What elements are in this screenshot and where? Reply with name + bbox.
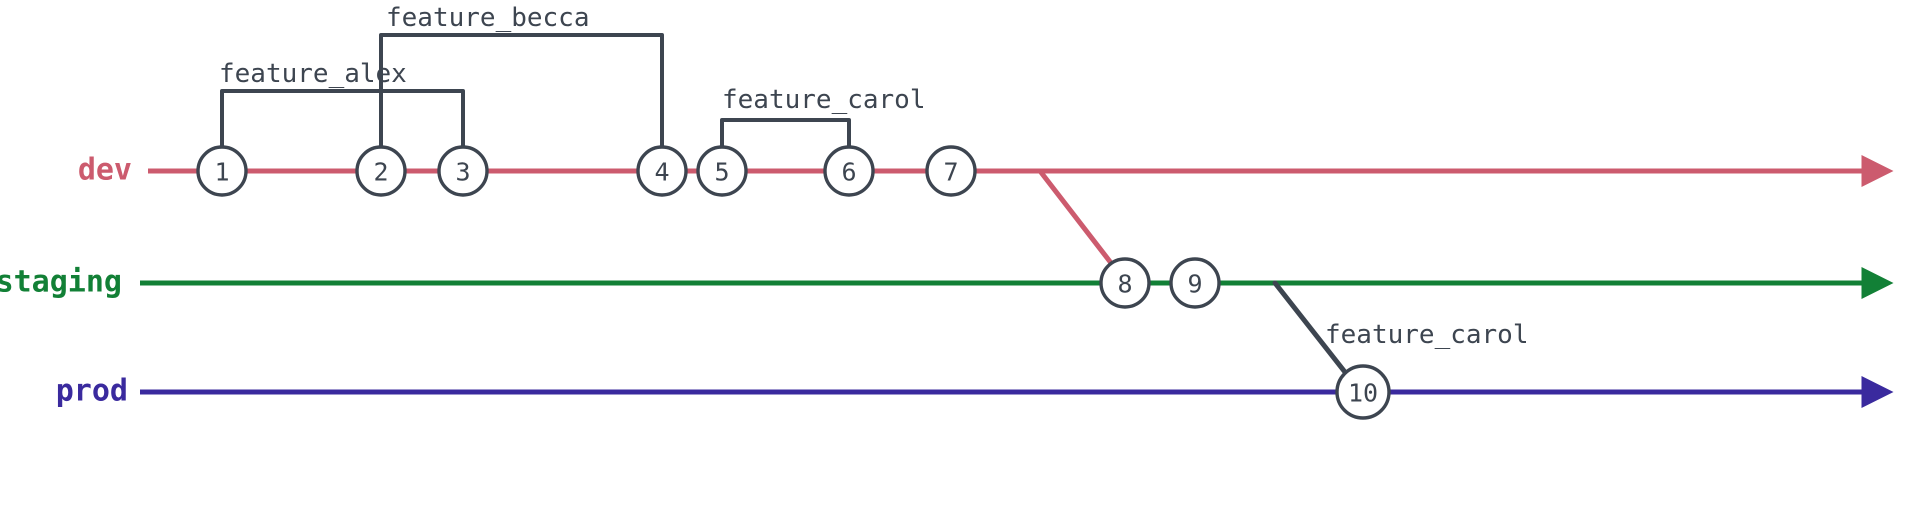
commit-number-8: 8 [1117,270,1132,299]
commit-node-9[interactable]: 9 [1169,257,1221,309]
commit-node-6[interactable]: 6 [823,145,875,197]
branch-label-dev: dev [78,153,132,188]
commit-number-6: 6 [841,158,856,187]
bracket-path-feature-alex [220,89,465,173]
branch-staging: staging [0,265,1894,300]
bracket-label-feature-becca: feature_becca [386,3,590,33]
commit-circle-10[interactable] [1335,364,1391,420]
commit-node-8[interactable]: 8 [1099,257,1151,309]
bracket-label-feature-alex: feature_alex [219,59,407,89]
commit-number-10: 10 [1348,379,1378,408]
commit-number-7: 7 [943,158,958,187]
commit-circle-4[interactable] [636,145,688,197]
commit-circle-1[interactable] [196,145,248,197]
merge-line-dev-to-staging [1037,168,1121,275]
commit-node-5[interactable]: 5 [696,145,748,197]
branch-prod: prod [56,374,1894,409]
feature-bracket-feature-becca: feature_becca [379,3,664,173]
merge-staging-to-prod: feature_carol [1272,280,1529,384]
branch-label-staging: staging [0,265,122,300]
commit-node-4[interactable]: 4 [636,145,688,197]
commit-number-5: 5 [714,158,729,187]
commit-circle-2[interactable] [355,145,407,197]
commit-node-7[interactable]: 7 [925,145,977,197]
branch-label-prod: prod [56,374,128,409]
commit-number-3: 3 [455,158,470,187]
bracket-label-feature-carol-dev: feature_carol [722,85,926,115]
commit-circle-9[interactable] [1169,257,1221,309]
commit-circle-6[interactable] [823,145,875,197]
commit-number-1: 1 [214,158,229,187]
commit-node-3[interactable]: 3 [437,145,489,197]
feature-bracket-feature-carol-dev: feature_carol [720,85,926,173]
feature-bracket-feature-alex: feature_alex [219,59,465,173]
commit-number-2: 2 [373,158,388,187]
commit-circle-5[interactable] [696,145,748,197]
commit-number-9: 9 [1187,270,1202,299]
commit-node-1[interactable]: 1 [196,145,248,197]
commit-node-10[interactable]: 10 [1335,364,1391,420]
commit-circle-3[interactable] [437,145,489,197]
branch-dev: dev [78,153,1894,188]
commit-circle-8[interactable] [1099,257,1151,309]
commit-number-4: 4 [654,158,669,187]
merge-dev-to-staging [1037,168,1121,275]
commit-circle-7[interactable] [925,145,977,197]
bracket-path-feature-becca [379,33,664,173]
merge-label-staging-to-prod: feature_carol [1325,320,1529,350]
commit-node-2[interactable]: 2 [355,145,407,197]
merge-line-staging-to-prod [1272,280,1355,384]
